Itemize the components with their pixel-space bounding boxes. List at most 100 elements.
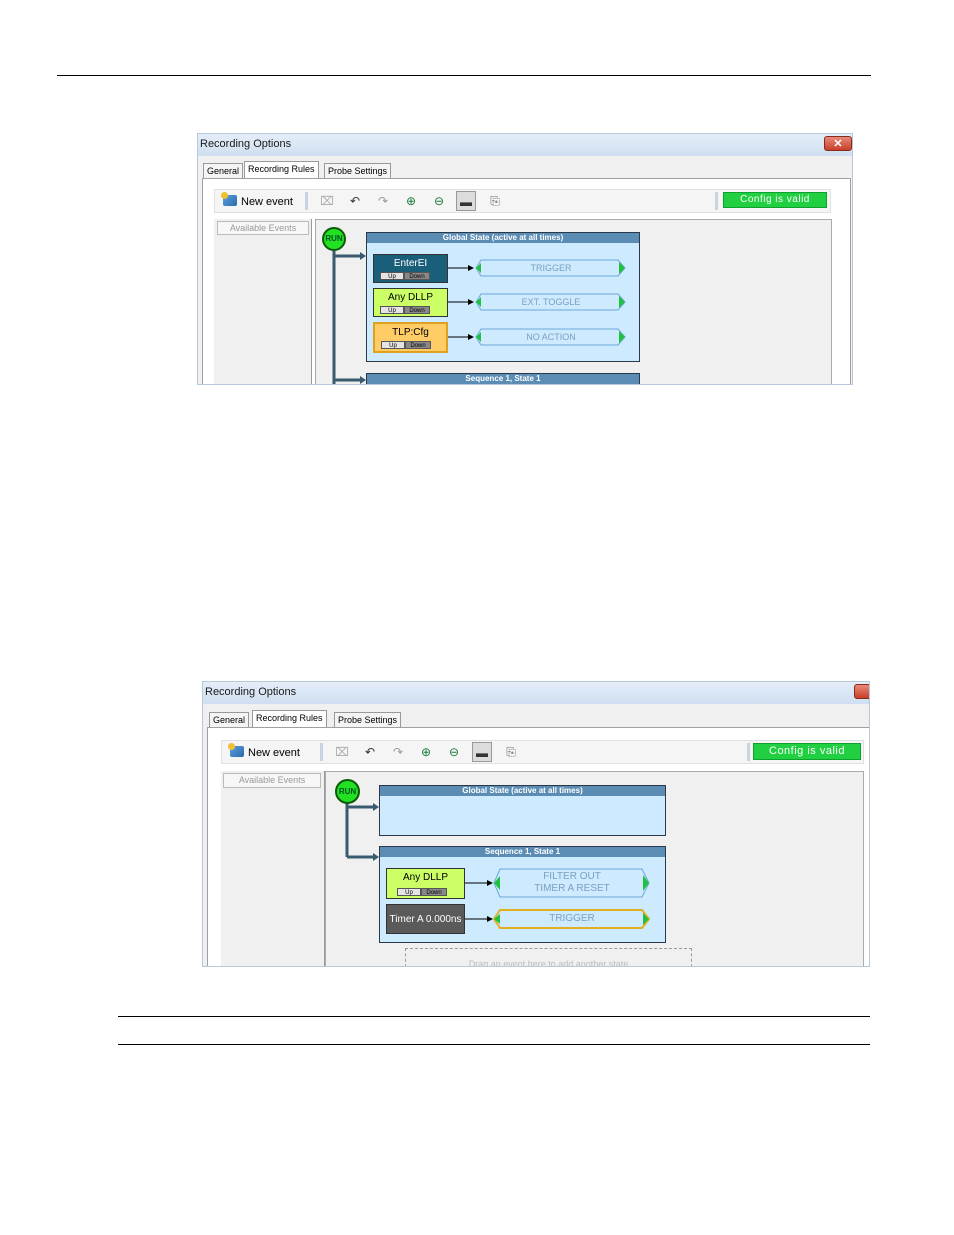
global-state-block[interactable]: Global State (active at all times) xyxy=(379,785,666,836)
action-label: TRIGGER xyxy=(549,913,595,924)
sequence-state-header: Sequence 1, State 1 xyxy=(380,847,665,857)
page-top-rule xyxy=(57,75,871,76)
drag-new-state-target[interactable]: Drag an event here to add another state xyxy=(405,948,692,967)
up-button[interactable]: Up xyxy=(380,306,404,314)
up-button[interactable]: Up xyxy=(397,888,421,896)
action-ext-toggle[interactable]: EXT. TOGGLE xyxy=(475,293,627,311)
flow-connectors xyxy=(345,802,379,861)
event-label: Any DLLP xyxy=(402,872,449,883)
recording-options-window-1: Recording Options ✕ General Recording Ru… xyxy=(197,133,853,385)
tab-recording-rules[interactable]: Recording Rules xyxy=(244,161,319,178)
rules-canvas: RUN Global State (active at all times) S… xyxy=(325,771,864,967)
close-icon[interactable]: ✕ xyxy=(824,136,852,151)
undo-icon[interactable]: ↶ xyxy=(364,745,376,759)
available-events-header: Available Events xyxy=(217,221,309,235)
event-action-arrows xyxy=(448,265,474,340)
tab-probe-settings[interactable]: Probe Settings xyxy=(334,712,402,727)
event-label: Timer A 0.000ns xyxy=(389,914,462,925)
new-event-icon xyxy=(228,743,244,757)
title-bar: Recording Options xyxy=(203,682,869,704)
new-event-label: New event xyxy=(248,747,300,759)
export-icon[interactable]: ⎘ xyxy=(506,745,516,759)
title-bar: Recording Options ✕ xyxy=(198,134,852,156)
window-title: Recording Options xyxy=(205,686,297,698)
action-no-action[interactable]: NO ACTION xyxy=(475,328,627,346)
action-label-line-1: FILTER OUT xyxy=(543,871,601,882)
available-events-header: Available Events xyxy=(223,773,321,788)
toolbar-separator xyxy=(715,192,718,210)
view-mode-icon[interactable]: ▬ xyxy=(472,742,492,762)
undo-icon[interactable]: ↶ xyxy=(349,194,361,208)
up-button[interactable]: Up xyxy=(381,341,405,349)
sequence-state-block[interactable]: Sequence 1, State 1 xyxy=(366,373,640,384)
toolbar: New event ⌧ ↶ ↷ ⊕ ⊖ ▬ ⎘ Config is valid xyxy=(214,189,831,213)
events-sidebar: Available Events xyxy=(221,771,325,966)
toolbar-separator xyxy=(305,192,308,210)
up-button[interactable]: Up xyxy=(380,272,404,280)
toolbar-separator xyxy=(747,743,750,761)
flow-connectors xyxy=(332,251,366,384)
event-label: TLP:Cfg xyxy=(392,327,429,338)
config-valid-status: Config is valid xyxy=(723,192,827,208)
tab-probe-settings[interactable]: Probe Settings xyxy=(324,163,392,178)
delete-icon[interactable]: ⌧ xyxy=(320,194,334,208)
close-icon[interactable] xyxy=(854,684,869,699)
drag-hint-label: Drag an event here to add another state xyxy=(468,959,629,967)
run-start-node[interactable]: RUN xyxy=(335,779,360,804)
action-filter-out-timer-reset[interactable]: FILTER OUT TIMER A RESET xyxy=(493,868,651,898)
global-state-header: Global State (active at all times) xyxy=(367,233,639,243)
redo-icon[interactable]: ↷ xyxy=(377,194,389,208)
action-label: EXT. TOGGLE xyxy=(521,297,581,307)
event-label: Any DLLP xyxy=(387,292,434,303)
zoom-in-icon[interactable]: ⊕ xyxy=(405,194,417,208)
tab-recording-rules[interactable]: Recording Rules xyxy=(252,710,327,727)
down-button[interactable]: Down xyxy=(404,306,430,314)
export-icon[interactable]: ⎘ xyxy=(490,194,500,208)
tab-general[interactable]: General xyxy=(203,163,244,178)
event-label: EnterEI xyxy=(393,258,428,269)
zoom-out-icon[interactable]: ⊖ xyxy=(433,194,445,208)
down-button[interactable]: Down xyxy=(404,272,430,280)
view-mode-icon[interactable]: ▬ xyxy=(456,191,476,211)
rules-canvas: RUN Global State (active at all times) E… xyxy=(315,219,832,384)
global-state-header: Global State (active at all times) xyxy=(380,786,665,796)
new-event-icon xyxy=(221,192,237,206)
recording-options-window-2: Recording Options General Recording Rule… xyxy=(202,681,870,967)
zoom-in-icon[interactable]: ⊕ xyxy=(420,745,432,759)
down-button[interactable]: Down xyxy=(421,888,447,896)
action-label: NO ACTION xyxy=(526,332,576,342)
global-state-block[interactable]: Global State (active at all times) Enter… xyxy=(366,232,640,362)
action-trigger[interactable]: TRIGGER xyxy=(493,909,651,929)
tab-general[interactable]: General xyxy=(209,712,250,727)
new-event-button[interactable]: New event xyxy=(228,743,300,759)
config-valid-status: Config is valid xyxy=(753,743,861,760)
tab-panel: New event ⌧ ↶ ↷ ⊕ ⊖ ▬ ⎘ Config is valid … xyxy=(207,727,869,967)
zoom-out-icon[interactable]: ⊖ xyxy=(448,745,460,759)
page-rule-1 xyxy=(118,1016,870,1017)
run-start-node[interactable]: RUN xyxy=(322,227,346,251)
action-trigger[interactable]: TRIGGER xyxy=(475,259,627,277)
down-button[interactable]: Down xyxy=(405,341,431,349)
event-action-arrows xyxy=(465,880,493,922)
toolbar-separator xyxy=(320,743,323,761)
redo-icon[interactable]: ↷ xyxy=(392,745,404,759)
action-label-line-2: TIMER A RESET xyxy=(534,883,610,894)
toolbar: New event ⌧ ↶ ↷ ⊕ ⊖ ▬ ⎘ Config is valid xyxy=(221,740,864,764)
delete-icon[interactable]: ⌧ xyxy=(335,745,349,759)
action-label: TRIGGER xyxy=(530,263,572,273)
events-sidebar: Available Events xyxy=(214,219,312,384)
tab-panel: New event ⌧ ↶ ↷ ⊕ ⊖ ▬ ⎘ Config is valid … xyxy=(202,178,851,384)
page-rule-2 xyxy=(118,1044,870,1045)
new-event-button[interactable]: New event xyxy=(221,192,293,208)
window-title: Recording Options xyxy=(200,138,292,150)
event-timer-a[interactable]: Timer A 0.000ns xyxy=(386,904,465,934)
